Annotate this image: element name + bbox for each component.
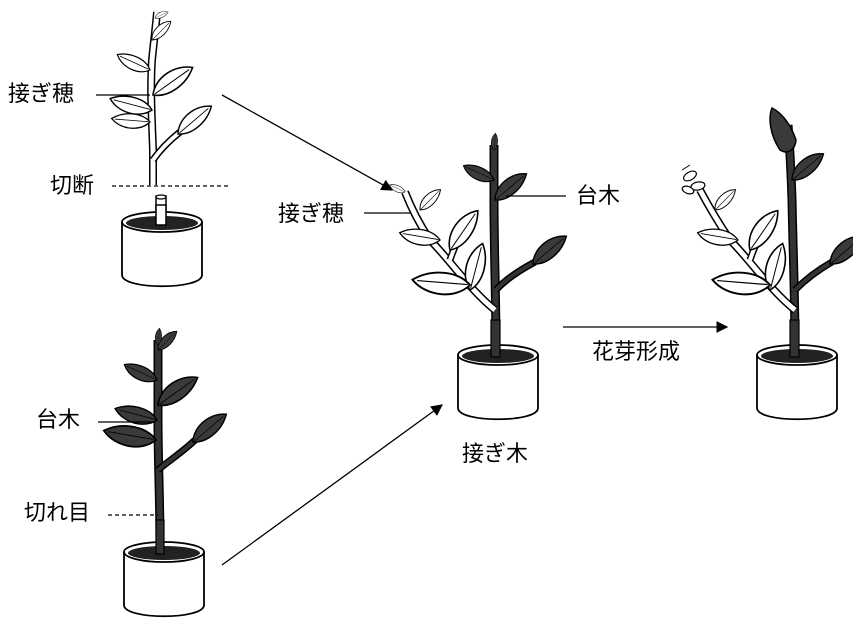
label-rootstock: 台木 bbox=[36, 408, 81, 433]
label-scion: 接ぎ穂 bbox=[8, 82, 75, 107]
label-flower-bud-formation: 花芽形成 bbox=[592, 340, 681, 365]
scion-plant bbox=[107, 9, 218, 185]
label-cut: 切断 bbox=[50, 174, 95, 199]
flower-buds-small bbox=[681, 164, 706, 195]
label-grafted-scion: 接ぎ穂 bbox=[278, 202, 345, 227]
flower-bud-large bbox=[769, 106, 797, 153]
arrow-scion-to-graft bbox=[221, 94, 394, 191]
cut-stump-pot bbox=[121, 194, 203, 288]
label-grafted-rootstock: 台木 bbox=[576, 184, 621, 209]
label-incision: 切れ目 bbox=[24, 501, 91, 526]
arrow-rootstock-to-graft bbox=[221, 404, 443, 566]
label-grafted-plant: 接ぎ木 bbox=[462, 442, 529, 467]
grafted-plant bbox=[388, 132, 573, 421]
rootstock-plant bbox=[100, 327, 233, 618]
flowering-plant bbox=[681, 106, 853, 421]
